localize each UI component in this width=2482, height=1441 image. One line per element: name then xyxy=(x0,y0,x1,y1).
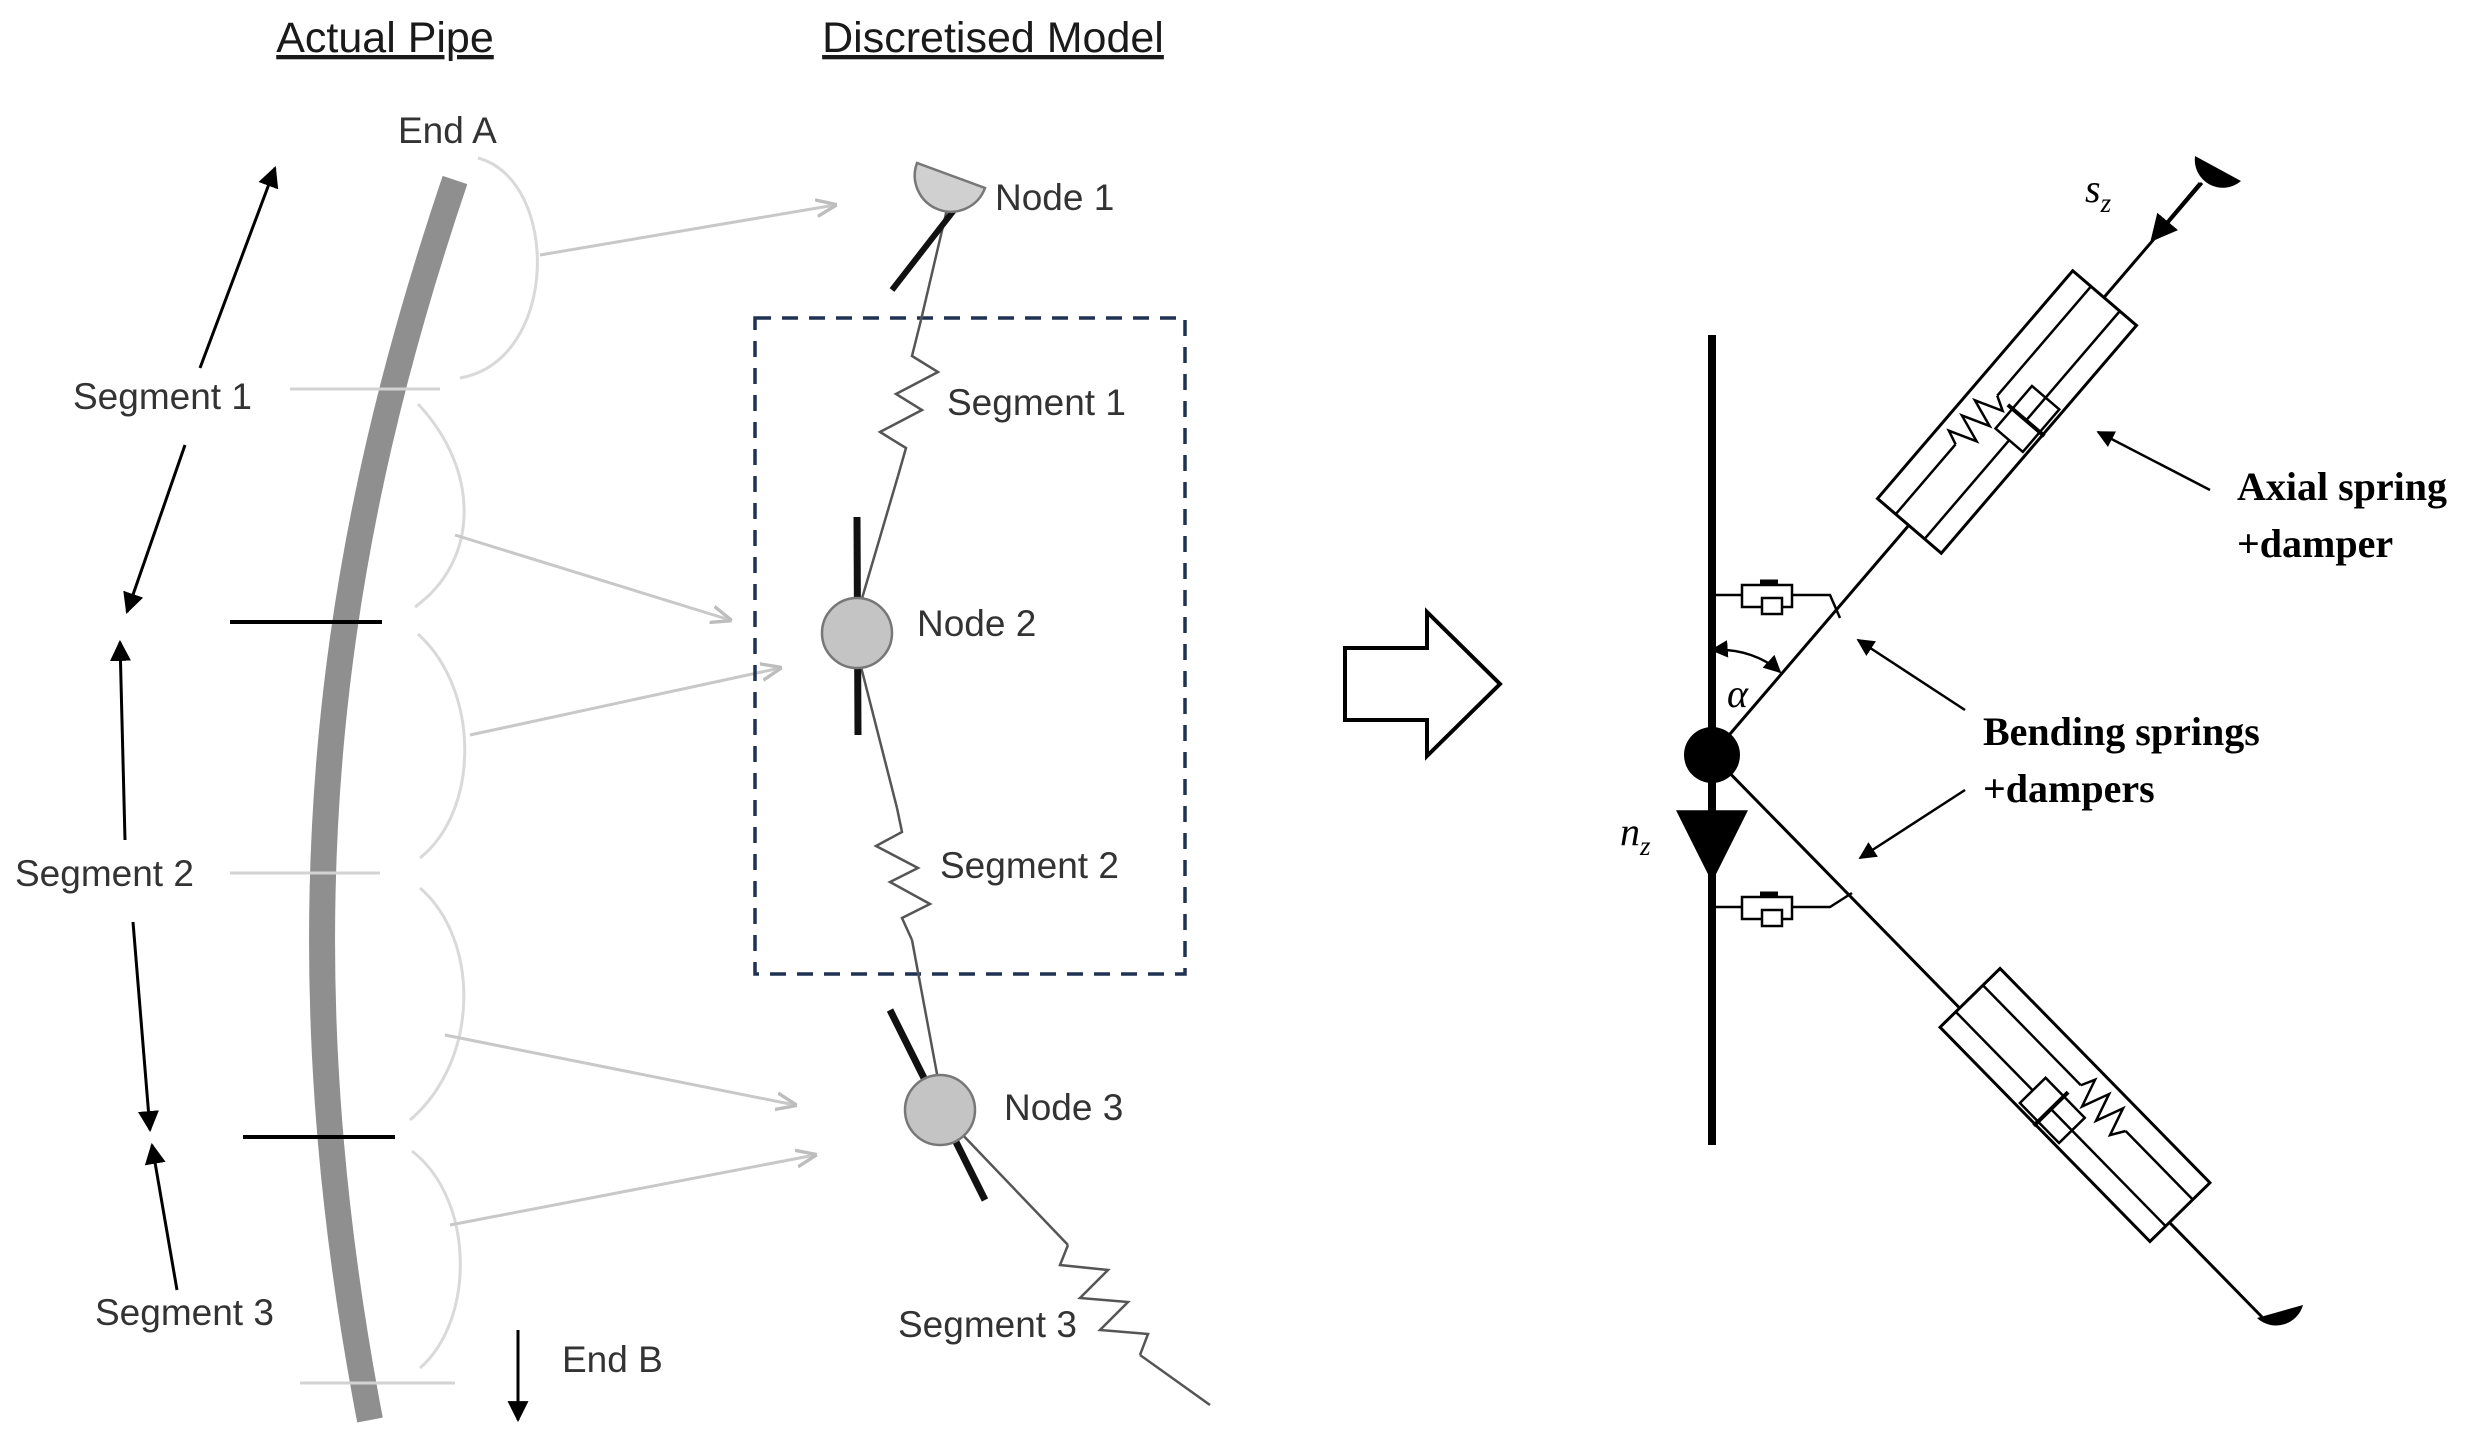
end-a-label: End A xyxy=(398,110,497,151)
pipe-segment-3-label: Segment 3 xyxy=(95,1292,274,1333)
alpha-angle-arc-icon xyxy=(1710,640,1782,674)
lower-end-cap-icon xyxy=(2257,1305,2303,1326)
dashed-segment-box xyxy=(753,316,1187,976)
node-3-label: Node 3 xyxy=(1004,1087,1123,1128)
alpha-label: α xyxy=(1727,671,1749,716)
bending-callout-line2: +dampers xyxy=(1983,766,2155,811)
s-z-arrow-icon xyxy=(2150,182,2202,243)
upper-axial-spring-damper xyxy=(1875,268,2139,556)
segment-boundary-lines xyxy=(230,387,455,1385)
discretised-model-title: Discretised Model xyxy=(822,14,1164,62)
node-3 xyxy=(886,1008,989,1202)
discretised-model-panel: Discretised Model xyxy=(753,14,1211,1407)
spring-segment-1 xyxy=(877,319,941,477)
s-z-label: sz xyxy=(2085,166,2112,218)
model-chain xyxy=(856,204,1211,1407)
lower-bending-spring-damper xyxy=(1714,891,1853,928)
callout-arrows xyxy=(1856,430,2211,860)
axial-callout-line1: Axial spring xyxy=(2237,464,2447,509)
actual-pipe-title: Actual Pipe xyxy=(276,14,494,62)
pipe-segment-2-label: Segment 2 xyxy=(15,853,194,894)
transition-arrow-icon xyxy=(1343,607,1503,761)
segment-braces xyxy=(409,156,539,1370)
center-node xyxy=(1684,727,1740,783)
pipe-segment-1-label: Segment 1 xyxy=(73,376,252,417)
spring-segment-2 xyxy=(873,807,933,941)
end-b-label: End B xyxy=(562,1339,663,1380)
spring-segment-3 xyxy=(1058,1244,1150,1356)
upper-bending-spring-damper xyxy=(1714,579,1842,619)
node-2 xyxy=(820,516,894,736)
pipe-body xyxy=(309,175,468,1423)
model-segment-3-label: Segment 3 xyxy=(898,1304,1077,1345)
upper-end-cap-icon xyxy=(2194,156,2241,188)
node-2-label: Node 2 xyxy=(917,603,1036,644)
node-1-label: Node 1 xyxy=(995,177,1114,218)
spring-damper-detail: sz nz α Axial spring +damper Bending spr… xyxy=(1620,156,2447,1326)
guide-arrows xyxy=(444,205,835,1227)
lower-axial-spring-damper xyxy=(1937,966,2213,1244)
model-segment-2-label: Segment 2 xyxy=(940,845,1119,886)
segment-length-arrows xyxy=(109,166,529,1423)
node-1 xyxy=(889,161,987,292)
axial-callout-line2: +damper xyxy=(2237,521,2393,566)
model-segment-1-label: Segment 1 xyxy=(947,382,1126,423)
n-z-label: nz xyxy=(1620,809,1651,861)
actual-pipe-panel: Actual Pipe xyxy=(15,14,835,1423)
bending-callout-line1: Bending springs xyxy=(1983,709,2260,754)
